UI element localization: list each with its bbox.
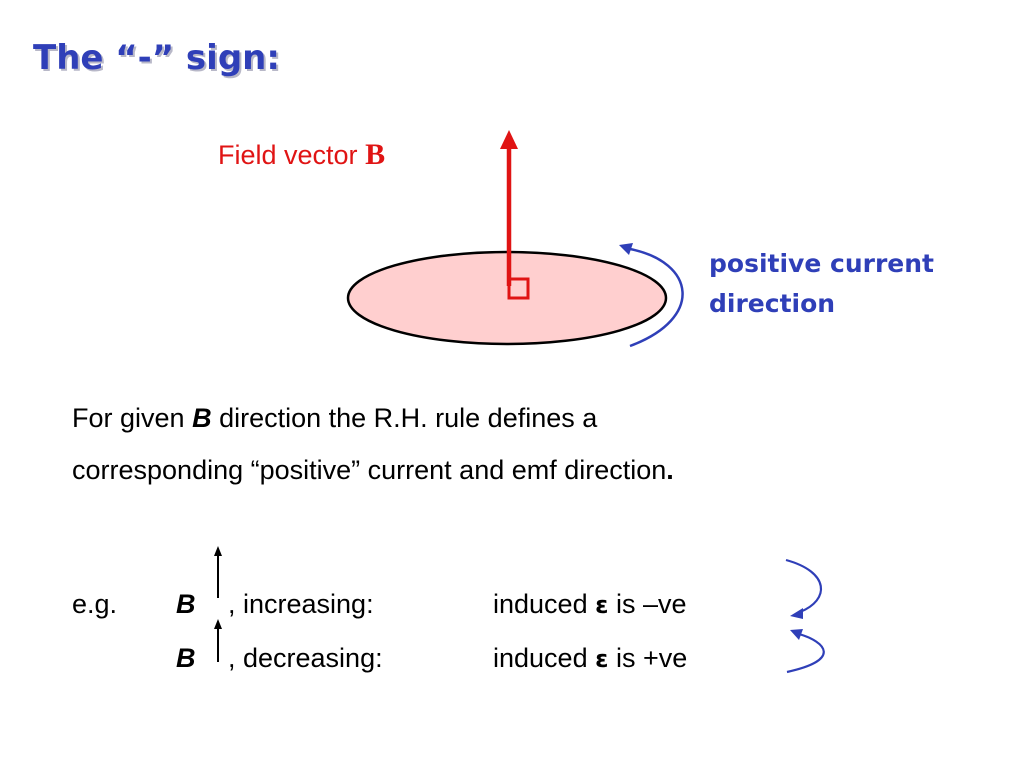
example-row1-b-symbol: B [176, 589, 196, 619]
example-row2-induced: induced [493, 643, 596, 673]
explanation-line-2: corresponding “positive” current and emf… [72, 444, 674, 496]
explanation-line-1: For given B direction the R.H. rule defi… [72, 392, 674, 444]
example-row2-b-symbol: B [176, 643, 196, 673]
positive-current-arrowhead [619, 243, 633, 255]
positive-current-label-line1: positive current [709, 249, 934, 278]
explanation-line-2-text: corresponding “positive” current and emf… [72, 455, 667, 485]
emf-arrow-row1-head [790, 608, 803, 619]
example-row1-result-text: is –ve [615, 589, 687, 619]
explanation-b-symbol: B [192, 403, 212, 433]
emf-arrow-row2-head [790, 629, 803, 640]
example-row1-induced: induced [493, 589, 596, 619]
field-vector-label-text: Field vector [218, 140, 366, 170]
b-arrow-row2-head [214, 619, 222, 629]
explanation-line-1-suffix: direction the R.H. rule defines a [211, 403, 598, 433]
example-row2-condition: , decreasing: [228, 643, 383, 673]
eg-label: e.g. [72, 589, 118, 619]
example-row1-emf-symbol: ɛ [595, 591, 609, 619]
right-angle-marker [507, 277, 530, 300]
example-row1-condition: , increasing: [228, 589, 374, 619]
field-vector-arrowhead [500, 130, 518, 149]
emf-arrow-row2 [786, 632, 825, 674]
example-row2-result-text: is +ve [615, 643, 688, 673]
positive-current-label: positive current direction [709, 244, 934, 324]
example-row1-result: induced ɛ is –ve [493, 589, 687, 620]
positive-current-label-line2: direction [709, 289, 836, 318]
emf-arrow-row1 [785, 558, 823, 614]
field-vector-label: Field vector B [218, 138, 385, 172]
example-row2-emf-symbol: ɛ [595, 645, 609, 673]
explanation-line-1-prefix: For given [72, 403, 193, 433]
positive-current-arrow [629, 247, 684, 348]
explanation-paragraph: For given B direction the R.H. rule defi… [72, 392, 674, 496]
slide-title: The “-” sign: [33, 38, 280, 78]
explanation-line-2-end: . [666, 455, 674, 485]
b-arrow-row1-head [214, 546, 222, 556]
example-row2-result: induced ɛ is +ve [493, 643, 687, 674]
field-vector-symbol: B [365, 138, 386, 171]
